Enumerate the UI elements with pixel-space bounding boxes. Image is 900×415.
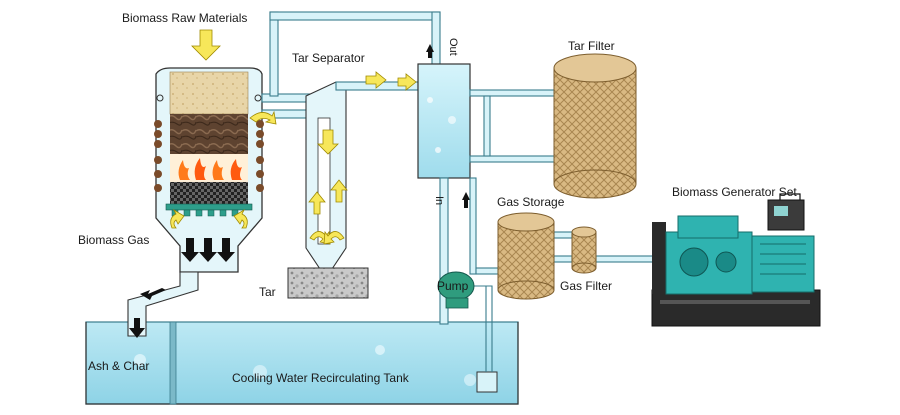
label-generator-set: Biomass Generator Set [672,185,797,199]
yellow-arrow-down-icon [191,29,221,61]
arrow-up-icon [426,44,434,58]
tank-partition [169,321,177,405]
gas-outlet-pipe [261,11,441,119]
tar-tray [287,267,369,299]
label-tar: Tar [259,285,276,299]
yellow-arrow-curved-icon [170,208,185,229]
ash-chute [127,271,199,338]
gas-filter [571,226,597,274]
gas-flow-arrows [181,238,235,262]
label-biomass-gas: Biomass Gas [78,233,149,247]
gasifier-reactor [154,67,264,273]
air-nozzles [154,120,264,192]
cooling-water-tank [85,321,519,405]
yellow-arrow-curved-icon [233,208,248,229]
gas-storage [497,212,555,300]
pump-icon [437,271,475,309]
arrow-left-icon [140,288,166,300]
label-out: Out [447,38,459,56]
generator-icon [651,193,821,327]
label-cooling-tank: Cooling Water Recirculating Tank [232,371,410,385]
reduction-layer [170,182,248,204]
arrow-up-icon [462,192,470,208]
label-raw-materials: Biomass Raw Materials [122,11,247,25]
arrow-down-icon [129,318,145,338]
grate [165,203,253,211]
yellow-arrow-right-icon [365,71,387,89]
yellow-arrow-down-icon [317,129,339,155]
label-tar-filter: Tar Filter [568,39,615,53]
water-scrubber [417,63,471,179]
tar-filter [553,53,637,199]
yellow-arrow-right-icon [397,73,417,91]
gas-lines [469,89,659,275]
tar-separator [305,81,419,273]
label-tar-separator: Tar Separator [292,51,365,65]
yellow-arrow-up-icon [308,191,326,215]
yellow-arrow-curved-icon [249,110,277,125]
yellow-arrow-curved-icon [323,230,345,245]
label-gas-filter: Gas Filter [560,279,612,293]
pyrolysis-layer [170,114,248,154]
label-pump: Pump [437,279,469,293]
scrubber-drain-pipe [439,177,449,285]
label-ash-char: Ash & Char [88,359,149,373]
wood-layer [169,71,249,115]
yellow-arrow-up-icon [330,179,348,203]
label-gas-storage: Gas Storage [497,195,565,209]
suction-strainer [476,371,498,393]
flame-icon [178,158,242,180]
label-in: In [433,196,445,205]
